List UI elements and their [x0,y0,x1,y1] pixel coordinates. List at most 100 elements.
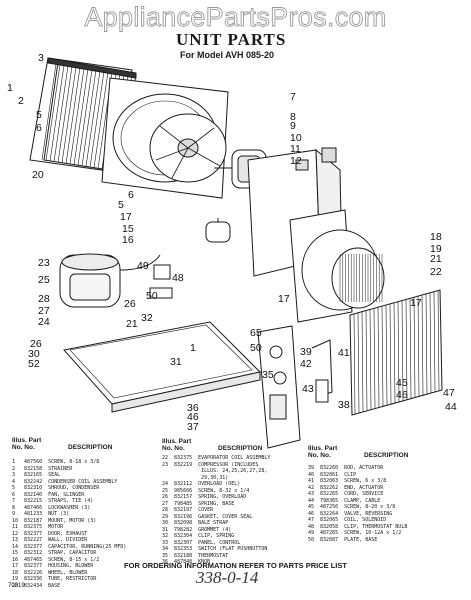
callout-number: 44 [445,401,457,413]
parts-list-row: 13 832227 WALL, DIVIDER [12,537,88,543]
parts-list-row: 2 832158 STRAINER [12,465,73,472]
callout-number: 21 [430,253,442,265]
parts-list-row: 43 832265 CORD, SERVICE [308,491,384,497]
callout-number: 45 [396,377,408,389]
parts-list-right-header: Illus. Part No. No. DESCRIPTION [308,445,409,459]
parts-list-row: 30 832098 BALE STRAP [162,520,229,526]
parts-list-row: 34 832353 SWITCH (FLAT PUSHBUTTON [162,546,268,552]
callout-number: 24 [38,316,50,328]
callout-number: 2 [18,95,24,107]
callout-number: 9 [290,120,296,132]
parts-list-row: 47 832065 COIL, SOLENOID [308,517,387,523]
parts-list-row: 46 832264 VALVE, REVERSING [308,510,393,517]
parts-list-row: 33 832307 PANEL, CONTROL [162,539,241,546]
parts-list-row: 8 487466 LOCKWASHER (3) [12,504,91,511]
parts-list-row: 17 832377 HOUSING, BLOWER [12,563,94,569]
callout-number: 26 [124,298,136,310]
callout-number: 6 [128,189,134,201]
callout-number: 30 [28,348,40,360]
callout-number: 25 [38,274,50,286]
parts-list-row: 36 487848 KNOB [162,559,211,565]
parts-list-row: 6 832140 FAN, SLINGER [12,491,85,498]
parts-list-row: 31 798282 GROMMET (4) [162,526,232,533]
callout-number: 12 [290,155,302,167]
callout-number: 39 [300,346,312,358]
parts-list-row: 48 832058 CLIP, THERMOSTAT BULB [308,523,408,530]
parts-list-row: 9 481233 NUT (3) [12,511,70,517]
callout-number: 21 [126,318,138,330]
parts-list-row: 27 798485 SPRING, BASE [162,500,235,507]
parts-list-row: 11 832375 MOTOR [12,524,64,530]
callout-number: 50 [250,342,262,354]
callout-number: 49 [137,260,149,272]
parts-list-row: 40 832061 CLIP [308,471,357,478]
parts-list-row: ILLUS. 24,25,26,27,28, [162,468,268,474]
parts-list-row: 12 832377 DOOR, EXHAUST [12,530,88,537]
parts-list-row: 50 832087 PLATE, BASE [308,536,378,543]
base-pan [63,321,262,413]
parts-list-row: 22 832375 EVAPORATOR COIL ASSEMBLY [162,455,271,461]
parts-list-row: 26 832157 SPRING, OVERLOAD [162,494,247,500]
control-panel [257,325,301,449]
callout-number: 16 [122,234,134,246]
callout-number: 20 [32,169,44,181]
callout-number: 15 [122,223,134,235]
parts-list-mid-header: Illus. Part No. No. DESCRIPTION [162,438,263,452]
callout-number: 8 [290,111,296,123]
handwritten-note: 338-0-14 [196,568,259,587]
callout-number: 52 [28,358,40,370]
capacitor [205,218,231,243]
callout-number: 23 [38,257,50,269]
callout-number: 32 [141,312,153,324]
callout-number: 5 [118,199,124,211]
callout-number: 18 [430,231,442,243]
compressor [59,253,161,308]
parts-list-row: 25 985606 SCREW, 8-32 x 1/4 [162,487,250,494]
parts-list-row: 5 832310 SHROUD, CONDENSER [12,485,100,491]
callout-number: 37 [187,421,199,433]
callout-number: 65 [250,327,262,339]
callout-number: 7 [290,91,296,103]
callout-number: 42 [300,358,312,370]
callout-number: 36 [187,402,199,414]
page-title: UNIT PARTS [176,30,287,49]
callout-number: 5 [36,109,42,121]
parts-list-row: 23 832219 COMPRESSOR (INCLUDES [162,461,259,468]
callout-number: 22 [430,266,442,278]
ordering-footer: FOR ORDERING INFORMATION REFER TO PARTS … [124,561,347,570]
parts-list-row: 29,30,31) [162,474,229,481]
parts-list-row: 42 832262 END, ACTUATOR [308,484,384,491]
callout-number: 1 [7,82,13,94]
parts-list-row: 49 487265 SCREW, 10-12A x 1/2 [308,530,402,536]
callout-number: 48 [172,272,184,284]
model-label: For Model AVH 085-20 [180,50,275,60]
callout-number: 35 [262,369,274,381]
reversing-valve [311,339,333,403]
control-parts [149,264,173,299]
parts-list-row: 7 832215 STRAPS, TIE (4) [12,498,94,504]
parts-list-row: 32 832304 CLIP, SPRING [162,533,235,539]
parts-list-row: 15 832312 STRAP, CAPACITOR [12,550,97,556]
callout-number: 50 [146,290,158,302]
parts-list-row: 16 487465 SCREW, 8-15 x 1/2 [12,556,100,563]
parts-list-row: 29 832196 GASKET, COVER SEAL [162,513,253,520]
parts-list-row: 19 832336 TUBE, RESTRICTOR [12,576,97,582]
callout-number: 41 [338,347,350,359]
callout-number: 43 [302,383,314,395]
callout-number: 17 [410,297,422,309]
watermark: AppliancePartsPros.com [84,2,387,33]
parts-list-left-header: Illus. Part No. No. DESCRIPTION [12,437,113,451]
parts-list-row: 44 798365 CLAMP, CABLE [308,497,381,504]
parts-list-row: 24 832112 OVERLOAD (OEL) [162,481,241,487]
parts-list-row: 18 832226 WHEEL, BLOWER [12,569,88,576]
parts-list-row: 28 832197 COVER [162,507,214,513]
callout-number: 11 [290,143,301,155]
evaporator-coil [349,289,443,416]
callout-number: 46 [187,411,199,423]
callout-number: 6 [36,122,42,134]
parts-list-row: 10 832187 MOUNT, MOTOR (3) [12,517,97,524]
